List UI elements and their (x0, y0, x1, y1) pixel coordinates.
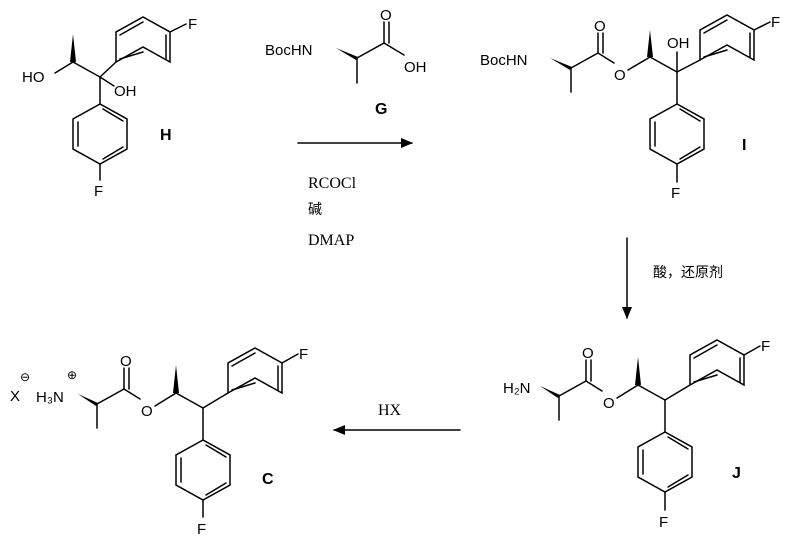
ammonium-label: H₃N (36, 389, 64, 406)
bond (102, 146, 124, 160)
bond (96, 388, 125, 405)
carbonyl-oxygen-label: O (120, 353, 132, 370)
bond (99, 76, 115, 87)
bond (154, 392, 177, 407)
bond (693, 374, 718, 383)
bond (597, 52, 615, 64)
bond (119, 51, 144, 60)
ester-oxygen-label: O (603, 395, 615, 412)
top-phenyl-ring (689, 339, 745, 387)
reagent-label: RCOCl (308, 175, 357, 192)
hydroxyl-label: OH (667, 35, 690, 52)
bond (667, 474, 689, 488)
bond (281, 353, 299, 364)
boc-amine-label: BocHN (480, 52, 528, 69)
ester-oxygen-label: O (614, 67, 626, 84)
carbonyl-oxygen-label: O (594, 18, 606, 35)
ester-oxygen-label: O (141, 403, 153, 420)
compound-label-i: I (742, 137, 746, 154)
bottom-phenyl-ring (72, 103, 128, 165)
bond (202, 392, 229, 409)
fluorine-label: F (94, 183, 103, 200)
fluorine-label: F (761, 338, 770, 355)
bond (72, 61, 101, 78)
bottom-phenyl-ring (175, 439, 231, 501)
compound-label-j: J (732, 465, 741, 482)
top-phenyl-ring (699, 14, 755, 62)
fluorine-label: F (188, 16, 197, 33)
bond (753, 21, 771, 31)
compound-h: HO OH F F H (22, 16, 197, 200)
bottom-phenyl-ring (649, 103, 705, 165)
reagent-label: HX (378, 402, 402, 419)
bond (175, 392, 204, 409)
compound-g: BocHN O OH G (265, 7, 427, 118)
stereo-hash-bond (550, 58, 572, 70)
bond (676, 59, 701, 73)
bond (667, 436, 689, 450)
bond (585, 380, 603, 392)
compound-c: ⊖ X H₃N ⊕ O O F F C (10, 346, 308, 538)
bond (664, 384, 691, 401)
bond (649, 56, 678, 73)
reagent-label: 酸，还原剂 (653, 265, 723, 281)
bond (679, 108, 701, 122)
fluorine-label: F (659, 514, 668, 531)
bond (231, 352, 256, 367)
bond (123, 388, 141, 400)
bond (169, 23, 187, 33)
compound-label-h: H (160, 127, 172, 144)
fluorine-label: F (197, 521, 206, 538)
boc-amine-label: BocHN (265, 42, 313, 59)
reagent-label: DMAP (308, 232, 354, 249)
amine-label: H₂N (503, 380, 531, 397)
bond (383, 42, 405, 56)
compound-label-c: C (262, 471, 274, 488)
compound-label-g: G (375, 101, 387, 118)
stereo-hash-bond (78, 394, 98, 406)
bond (356, 42, 385, 59)
anion-label: X (10, 388, 20, 405)
stereo-wedge-bond (173, 365, 179, 393)
bond (679, 146, 701, 160)
compound-i: BocHN O O OH F F I (480, 14, 780, 202)
carbonyl-oxygen-label: O (380, 7, 392, 24)
bond (743, 345, 761, 356)
fluorine-label: F (671, 185, 680, 202)
bond (558, 380, 587, 397)
stereo-hash-bond (540, 386, 560, 398)
stereo-hash-bond (336, 48, 358, 60)
fluorine-label: F (771, 14, 780, 31)
bond (102, 108, 124, 122)
bond (54, 61, 74, 74)
bond (616, 384, 639, 399)
carbonyl-oxygen-label: O (582, 345, 594, 362)
bond (693, 344, 718, 359)
hydroxyl-label: HO (22, 69, 45, 86)
top-phenyl-ring (115, 16, 171, 64)
stereo-wedge-bond (70, 34, 76, 62)
ammonium-charge: ⊕ (67, 368, 77, 382)
stereo-wedge-bond (647, 30, 653, 57)
bottom-phenyl-ring (637, 431, 693, 493)
bond (703, 49, 728, 58)
hydroxyl-label: OH (114, 83, 137, 100)
bond (119, 21, 144, 36)
bond (99, 61, 117, 78)
reagent-label: 碱 (308, 202, 322, 218)
bond (205, 482, 227, 496)
bond (703, 19, 728, 34)
compound-j: H₂N O O F F J (503, 338, 770, 531)
top-phenyl-ring (227, 347, 283, 395)
bond (205, 444, 227, 458)
stereo-wedge-bond (635, 357, 641, 385)
bond (637, 384, 666, 401)
hydroxyl-label: OH (404, 59, 427, 76)
bond (627, 56, 651, 71)
fluorine-label: F (299, 346, 308, 363)
bond (570, 52, 599, 69)
anion-charge: ⊖ (20, 370, 30, 384)
bond (231, 382, 256, 391)
